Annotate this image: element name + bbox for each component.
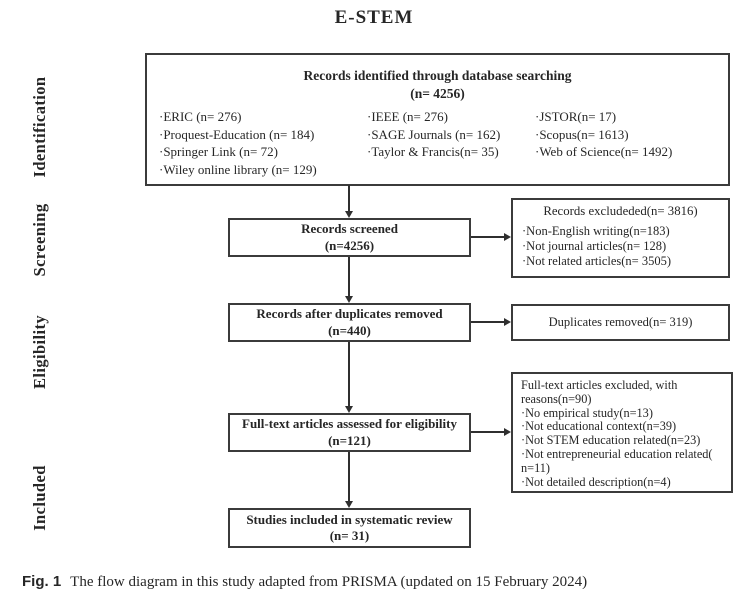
database-item: ·Taylor & Francis(n= 35): [367, 144, 499, 159]
database-item: ·ERIC (n= 276): [159, 109, 242, 124]
arrow-to-duplicates-removed: [471, 321, 505, 323]
fulltext-excluded-items: ·No empirical study(n=13)·Not educationa…: [521, 405, 724, 490]
box-duplicates-removed: Duplicates removed(n= 319): [511, 304, 730, 341]
box-studies-included: Studies included in systematic review (n…: [228, 508, 471, 548]
records-excluded-items: ·Non-English writing(n=183)·Not journal …: [522, 224, 719, 269]
excluded-reason-item: ·Not entrepreneurial education related( …: [521, 446, 713, 475]
arrow-screened-to-excluded: [471, 236, 505, 238]
database-column-2: ·IEEE (n= 276) ·SAGE Journals (n= 162) ·Ta…: [367, 108, 535, 178]
records-screened-count: (n=4256): [324, 237, 375, 253]
arrow-fulltext-to-included: [348, 452, 350, 502]
box-records-excluded: Records excludeded(n= 3816) ·Non-English…: [511, 198, 730, 278]
fulltext-assessed-count: (n=121): [328, 432, 371, 448]
stage-label-eligibility: Eligibility: [30, 314, 49, 390]
database-item: ·Scopus(n= 1613): [535, 126, 629, 142]
fulltext-excluded-heading: Full-text articles excluded, with reason…: [521, 378, 678, 406]
arrow-to-fulltext-excluded: [471, 431, 505, 433]
records-identified-heading: Records identified through database sear…: [303, 68, 572, 83]
database-columns: ·ERIC (n= 276) ·Proquest-Education (n= 18…: [147, 108, 728, 178]
box-fulltext-excluded: Full-text articles excluded, with reason…: [511, 372, 733, 493]
figure-title: E-STEM: [334, 7, 414, 28]
database-item: ·Springer Link (n= 72): [159, 144, 278, 159]
figure-caption-text: The flow diagram in this study adapted f…: [70, 574, 588, 590]
stage-label-included: Included: [30, 465, 49, 531]
fulltext-assessed-label: Full-text articles assessed for eligibil…: [242, 416, 457, 431]
box-after-duplicates: Records after duplicates removed (n=440): [228, 303, 471, 342]
figure-caption: Fig. 1 The flow diagram in this study ada…: [22, 573, 587, 591]
records-screened-label: Records screened: [301, 221, 398, 236]
excluded-reason-item: ·Not detailed description(n=4): [521, 474, 671, 489]
figure-caption-label: Fig. 1: [22, 573, 62, 590]
stage-label-screening: Screening: [30, 203, 49, 277]
arrow-identified-to-screened: [348, 185, 350, 212]
box-records-identified: Records identified through database sear…: [145, 53, 730, 186]
excluded-reason-item: ·Not journal articles(n= 128): [522, 239, 667, 253]
excluded-reason-item: ·Non-English writing(n=183): [522, 224, 670, 238]
duplicates-removed-label: Duplicates removed(n= 319): [548, 315, 693, 329]
database-column-3: ·JSTOR(n= 17) ·Scopus(n= 1613) ·Web of Sci…: [535, 108, 725, 178]
database-item: ·Wiley online library (n= 129): [159, 161, 317, 177]
excluded-reason-item: ·Not STEM education related(n=23): [521, 433, 701, 448]
after-duplicates-count: (n=440): [328, 322, 371, 338]
database-item: ·IEEE (n= 276): [367, 109, 448, 124]
stage-label-identification: Identification: [30, 76, 49, 178]
records-excluded-heading: Records excludeded(n= 3816): [543, 204, 698, 218]
database-item: ·JSTOR(n= 17): [535, 109, 617, 124]
studies-included-label: Studies included in systematic review: [246, 511, 453, 527]
studies-included-count: (n= 31): [329, 528, 370, 543]
database-column-1: ·ERIC (n= 276) ·Proquest-Education (n= 18…: [159, 108, 367, 178]
box-fulltext-assessed: Full-text articles assessed for eligibil…: [228, 413, 471, 452]
database-item: ·Web of Science(n= 1492): [535, 144, 673, 159]
arrow-screened-to-duplicates: [348, 257, 350, 297]
excluded-reason-item: ·Not related articles(n= 3505): [522, 254, 672, 268]
database-item: ·Proquest-Education (n= 184): [159, 126, 315, 142]
excluded-reason-item: ·No empirical study(n=13): [521, 405, 653, 420]
records-identified-count: (n= 4256): [410, 86, 465, 101]
box-records-screened: Records screened (n=4256): [228, 218, 471, 257]
after-duplicates-label: Records after duplicates removed: [256, 306, 443, 321]
excluded-reason-item: ·Not educational context(n=39): [521, 419, 677, 434]
database-item: ·SAGE Journals (n= 162): [367, 126, 501, 142]
arrow-duplicates-to-fulltext: [348, 342, 350, 407]
